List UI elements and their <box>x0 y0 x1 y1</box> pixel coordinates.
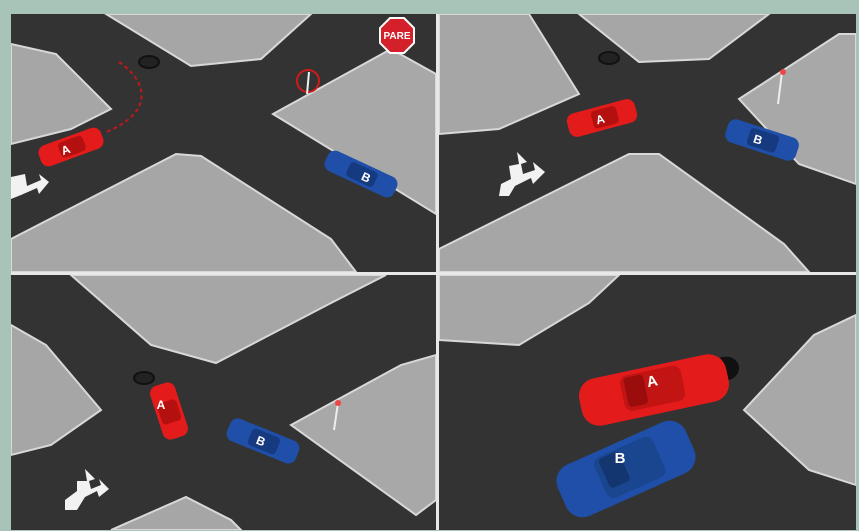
panel-grid: PARE A B <box>11 14 856 530</box>
yield-post-top <box>780 69 786 75</box>
panel-3-scene: A B <box>11 275 436 530</box>
panel-2-scene: A B <box>439 14 856 272</box>
stop-sign-icon: PARE <box>380 18 414 53</box>
panel-4: A B <box>439 275 856 530</box>
panel-1-scene: PARE A B <box>11 14 436 272</box>
panel-1: PARE A B <box>11 14 436 272</box>
car-b-label: B <box>615 450 626 467</box>
manhole-icon <box>599 52 619 64</box>
manhole-icon <box>139 56 159 68</box>
yield-post-top <box>335 400 341 406</box>
panel-4-scene: A B <box>439 275 856 530</box>
manhole-icon <box>134 372 154 384</box>
panel-2: A B <box>439 14 856 272</box>
car-a-label: A <box>157 398 166 412</box>
stop-sign-text: PARE <box>383 31 410 42</box>
panel-3: A B <box>11 275 436 530</box>
